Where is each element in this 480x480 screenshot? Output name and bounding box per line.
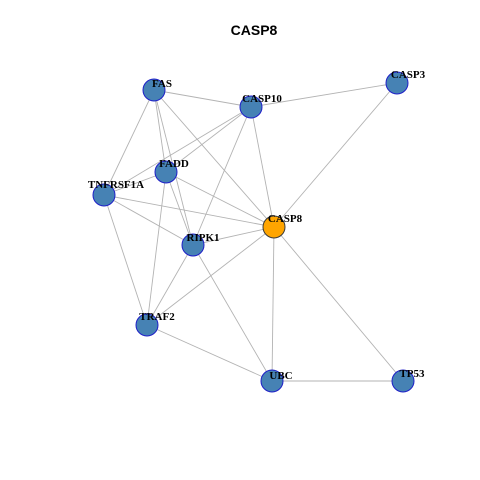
node-label-casp8: CASP8 bbox=[268, 213, 303, 225]
edge-fas-tnfrsf1a bbox=[103, 89, 155, 196]
node-tnfrsf1a[interactable]: TNFRSF1A bbox=[88, 179, 144, 207]
node-circle-fadd[interactable] bbox=[154, 160, 178, 184]
node-label-ubc: UBC bbox=[269, 370, 292, 382]
edge-fas-casp8 bbox=[153, 89, 275, 228]
node-casp10[interactable]: CASP10 bbox=[239, 93, 282, 119]
node-label-fadd: FADD bbox=[159, 158, 189, 170]
node-label-casp10: CASP10 bbox=[242, 93, 282, 105]
edge-fadd-ripk1 bbox=[165, 171, 194, 246]
node-circle-casp8[interactable] bbox=[262, 215, 286, 239]
edge-tnfrsf1a-casp8 bbox=[103, 194, 275, 228]
node-label-fas: FAS bbox=[152, 78, 172, 90]
edge-ripk1-casp8 bbox=[192, 226, 275, 246]
node-label-ripk1: RIPK1 bbox=[187, 232, 220, 244]
node-circle-ripk1[interactable] bbox=[181, 233, 205, 257]
node-label-traf2: TRAF2 bbox=[139, 311, 175, 323]
node-casp3[interactable]: CASP3 bbox=[385, 69, 426, 95]
node-fas[interactable]: FAS bbox=[142, 78, 172, 102]
edge-casp8-tp53 bbox=[273, 226, 404, 382]
edge-fadd-traf2 bbox=[146, 171, 167, 326]
node-tp53[interactable]: TP53 bbox=[391, 368, 425, 393]
edge-casp8-ubc bbox=[271, 226, 275, 382]
node-circle-fas[interactable] bbox=[142, 78, 166, 102]
edge-casp10-casp3 bbox=[250, 82, 398, 108]
edge-casp10-ripk1 bbox=[192, 106, 252, 246]
node-fadd[interactable]: FADD bbox=[154, 158, 189, 184]
edge-ripk1-traf2 bbox=[146, 244, 194, 326]
node-circle-traf2[interactable] bbox=[135, 313, 159, 337]
edge-casp10-fadd bbox=[165, 106, 252, 173]
edge-casp8-traf2 bbox=[146, 226, 275, 326]
diagram-title: CASP8 bbox=[231, 22, 278, 38]
node-casp8[interactable]: CASP8 bbox=[262, 213, 303, 239]
node-ubc[interactable]: UBC bbox=[260, 369, 293, 393]
edge-tnfrsf1a-ripk1 bbox=[103, 194, 194, 246]
edge-fadd-casp8 bbox=[165, 171, 275, 228]
edge-tnfrsf1a-traf2 bbox=[103, 194, 148, 326]
node-circle-tnfrsf1a[interactable] bbox=[92, 183, 116, 207]
node-label-casp3: CASP3 bbox=[391, 69, 426, 81]
node-ripk1[interactable]: RIPK1 bbox=[181, 232, 220, 257]
node-circle-ubc[interactable] bbox=[260, 369, 284, 393]
edge-casp3-casp8 bbox=[273, 82, 398, 228]
node-traf2[interactable]: TRAF2 bbox=[135, 311, 175, 337]
node-label-tnfrsf1a: TNFRSF1A bbox=[88, 179, 144, 191]
edge-traf2-ubc bbox=[146, 324, 273, 382]
edge-ripk1-ubc bbox=[192, 244, 273, 382]
node-circle-tp53[interactable] bbox=[391, 369, 415, 393]
node-circle-casp3[interactable] bbox=[385, 71, 409, 95]
node-circle-casp10[interactable] bbox=[239, 95, 263, 119]
edge-casp10-casp8 bbox=[250, 106, 275, 228]
edge-casp10-tnfrsf1a bbox=[103, 106, 252, 196]
edge-fas-casp10 bbox=[153, 89, 252, 108]
edge-fas-fadd bbox=[153, 89, 167, 173]
node-label-tp53: TP53 bbox=[399, 368, 425, 380]
